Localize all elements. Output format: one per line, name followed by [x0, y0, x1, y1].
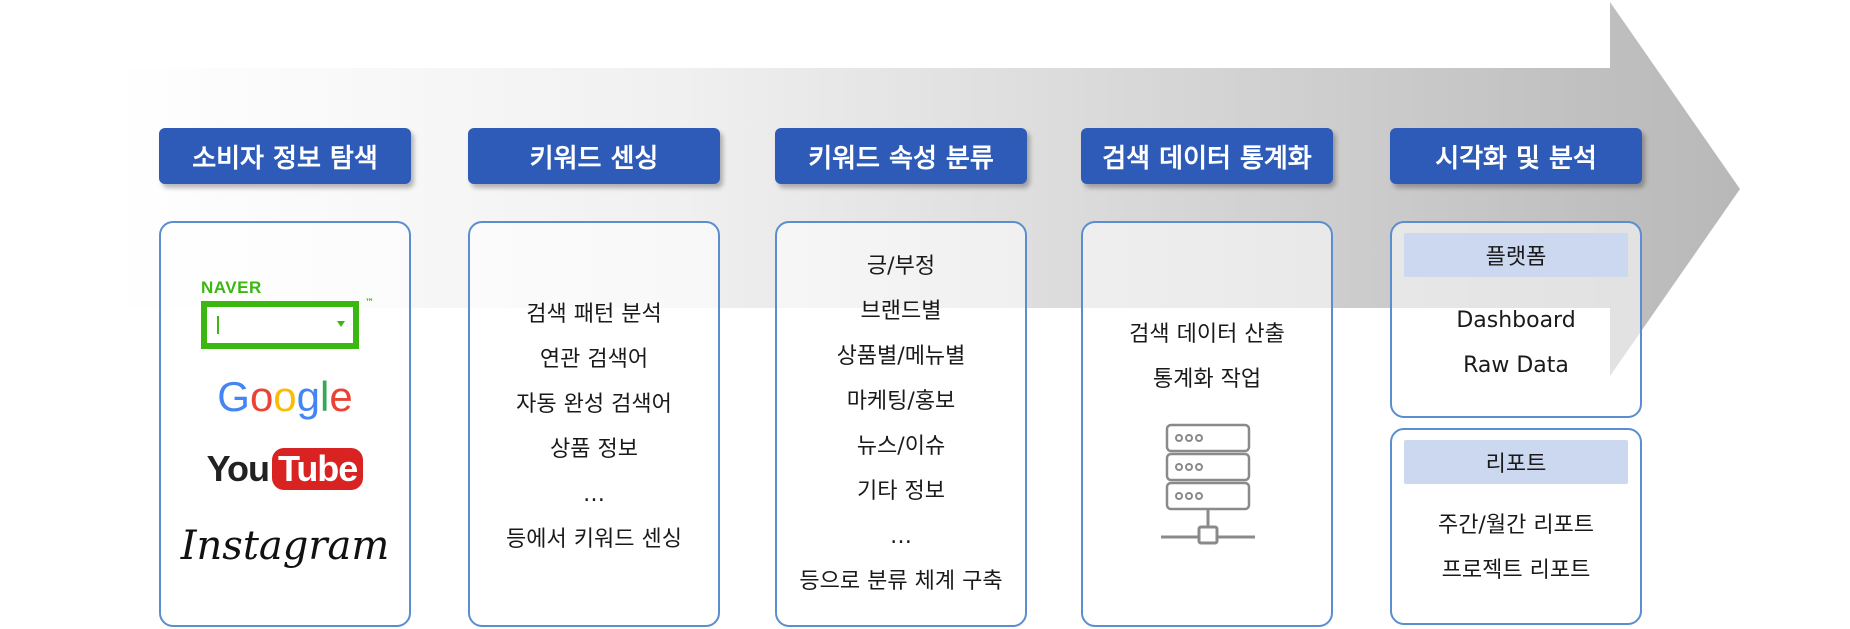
list-item: 연관 검색어 [539, 347, 649, 372]
instagram-logo: Instagram [180, 523, 390, 569]
naver-logo: NAVER ™ [201, 278, 391, 350]
step-header: 키워드 센싱 [468, 128, 720, 184]
line-list: 검색 패턴 분석 연관 검색어 자동 완성 검색어 상품 정보 … 등에서 키워… [470, 292, 718, 562]
list-item: Dashboard [1456, 308, 1576, 333]
youtube-you: You [206, 448, 270, 489]
content-panel: 긍/부정 브랜드별 상품별/메뉴별 마케팅/홍보 뉴스/이슈 기타 정보 … 등… [775, 221, 1027, 627]
list-item: 등에서 키워드 센싱 [506, 527, 682, 552]
text-caret-icon [217, 316, 219, 334]
list-item: 기타 정보 [857, 479, 945, 504]
list-item: 등으로 분류 체계 구축 [799, 569, 1003, 594]
youtube-logo: You Tube [161, 448, 409, 490]
list-item: 자동 완성 검색어 [516, 392, 672, 417]
list-item: 뉴스/이슈 [856, 434, 946, 459]
list-item: 검색 패턴 분석 [526, 302, 662, 327]
line-list: 긍/부정 브랜드별 상품별/메뉴별 마케팅/홍보 뉴스/이슈 기타 정보 … 등… [777, 244, 1025, 604]
google-letter: e [329, 373, 353, 420]
list-item: 상품 정보 [550, 437, 638, 462]
line-list: 검색 데이터 산출 통계화 작업 [1083, 312, 1331, 402]
content-panel: 검색 데이터 산출 통계화 작업 [1081, 221, 1333, 627]
platform-panel: 플랫폼 Dashboard Raw Data [1390, 221, 1642, 418]
list-item: 주간/월간 리포트 [1437, 513, 1595, 538]
google-letter: G [217, 373, 250, 420]
logo-panel: NAVER ™ Google You Tube Instagram [159, 221, 411, 627]
content-panel: 검색 패턴 분석 연관 검색어 자동 완성 검색어 상품 정보 … 등에서 키워… [468, 221, 720, 627]
google-logo: Google [161, 373, 409, 421]
list-item: 마케팅/홍보 [846, 389, 956, 414]
list-item: 상품별/메뉴별 [836, 344, 966, 369]
list-item: … [890, 524, 912, 549]
step-header: 검색 데이터 통계화 [1081, 128, 1333, 184]
google-letter: g [296, 373, 321, 420]
step-header: 키워드 속성 분류 [775, 128, 1027, 184]
google-letter: l [320, 373, 330, 420]
list-item: 프로젝트 리포트 [1441, 558, 1591, 583]
google-letter: o [273, 373, 297, 420]
list-item: … [583, 482, 605, 507]
report-list: 주간/월간 리포트 프로젝트 리포트 [1392, 503, 1640, 593]
list-item: 검색 데이터 산출 [1129, 322, 1285, 347]
dropdown-caret-icon [337, 321, 345, 327]
platform-title: 플랫폼 [1404, 233, 1628, 277]
naver-wordmark: NAVER [201, 278, 262, 297]
step-header: 시각화 및 분석 [1390, 128, 1642, 184]
report-title: 리포트 [1404, 440, 1628, 484]
server-rack-icon [1161, 423, 1255, 545]
list-item: Raw Data [1463, 353, 1569, 378]
google-letter: o [249, 373, 274, 420]
naver-search-box [201, 301, 359, 349]
youtube-tube: Tube [272, 448, 364, 490]
step-header: 소비자 정보 탐색 [159, 128, 411, 184]
platform-list: Dashboard Raw Data [1392, 298, 1640, 388]
trademark-mark: ™ [365, 298, 374, 308]
report-panel: 리포트 주간/월간 리포트 프로젝트 리포트 [1390, 428, 1642, 625]
list-item: 긍/부정 [866, 254, 936, 279]
list-item: 브랜드별 [860, 299, 942, 324]
list-item: 통계화 작업 [1152, 367, 1262, 392]
